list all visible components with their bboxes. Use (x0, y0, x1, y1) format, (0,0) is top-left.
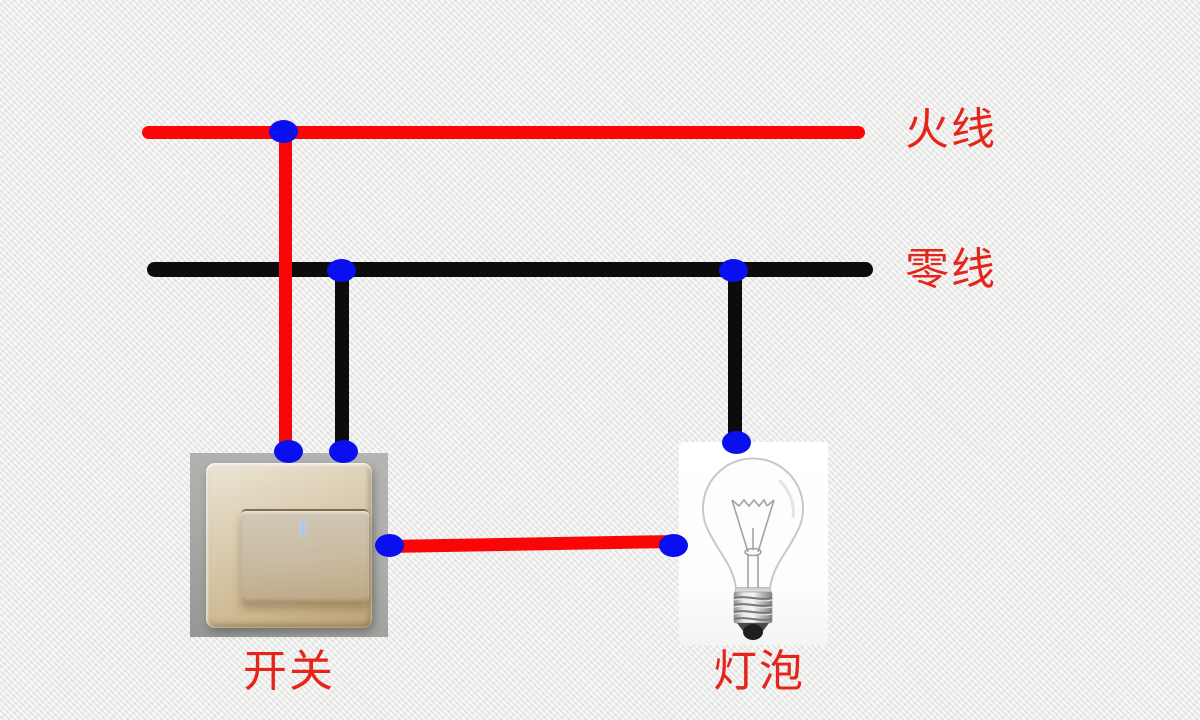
junction-dot-neutral-bulb-tap (719, 259, 748, 282)
junction-dot-switch-neutral-terminal (329, 440, 358, 463)
neutral-drop-to-bulb-wire (728, 266, 742, 450)
live-wire-label: 火线 (905, 105, 997, 154)
bulb-photo (679, 442, 828, 645)
bulb-illustration (702, 457, 804, 640)
switch-plate (206, 463, 372, 628)
junction-dot-switch-live-terminal (274, 440, 303, 463)
junction-dot-bulb-side-terminal (659, 534, 688, 557)
switch-photo (190, 453, 388, 637)
switch-label: 开关 (243, 647, 335, 696)
rocker-indicator-icon (301, 520, 305, 536)
bulb-glass (702, 457, 804, 589)
live-wire-line (142, 126, 865, 139)
bulb-tip (737, 623, 769, 640)
bulb-base (733, 587, 773, 624)
junction-dot-live-tap (269, 120, 298, 143)
live-drop-to-switch-wire (279, 130, 292, 456)
switch-to-bulb-wire (386, 534, 676, 553)
junction-dot-switch-side-terminal (375, 534, 404, 557)
junction-dot-bulb-top-terminal (722, 431, 751, 454)
neutral-wire-line (147, 262, 873, 277)
switch-rocker (241, 509, 369, 602)
junction-dot-neutral-switch-tap (327, 259, 356, 282)
bulb-filament (731, 498, 775, 588)
bulb-label: 灯泡 (713, 647, 805, 696)
neutral-drop-to-switch-wire (335, 266, 349, 458)
neutral-wire-label: 零线 (905, 245, 997, 294)
